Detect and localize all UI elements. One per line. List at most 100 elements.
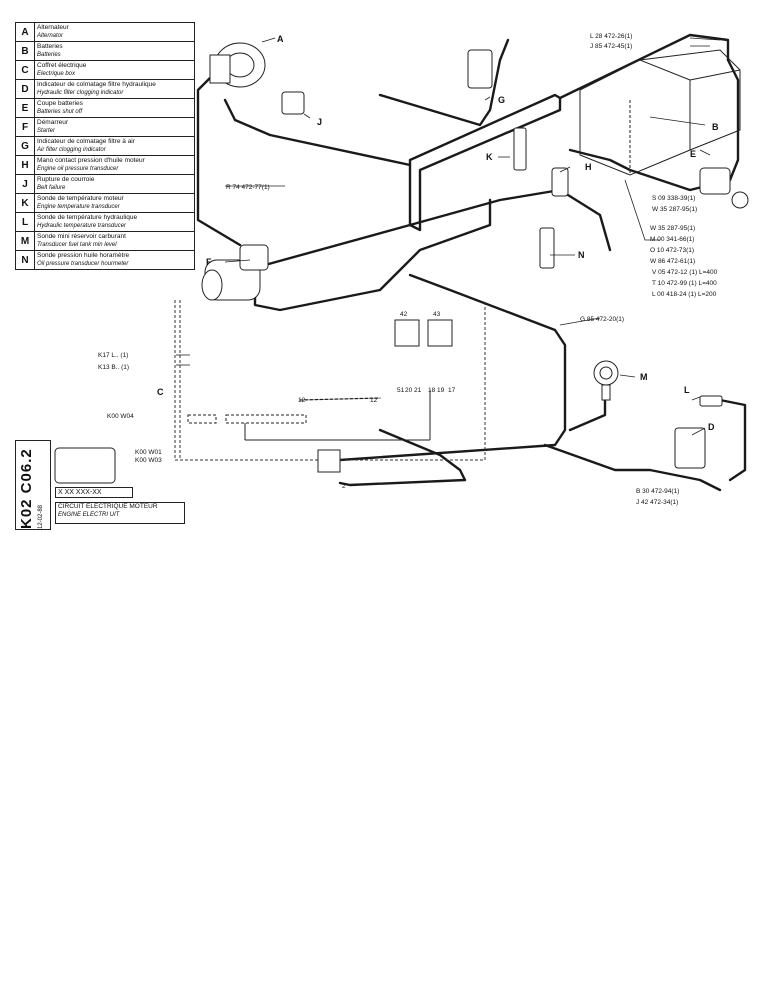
drawing-reference: X XX XXX-XX [55,487,133,498]
harness-L [718,398,747,482]
legend-code: G [15,136,35,156]
legend-code: A [15,22,35,42]
belt-failure-sensor [281,91,305,115]
legend-text-fr: Indicateur de colmatage filtre hydrauliq… [37,81,156,88]
part-J42: J 42 472-34(1) [636,499,678,506]
legend-text-fr: Rupture de courroie [37,176,95,183]
harness-central [263,188,612,267]
legend-code: C [15,60,35,80]
battery-shutoff-knob [731,191,749,209]
legend-code: N [15,250,35,270]
legend-text-fr: Coffret électrique [37,62,87,69]
part-V05: V 05 472-12 (1) L=400 [652,269,718,276]
part-L28: L 28 472-26(1) [590,33,632,40]
callout-A: A [277,34,284,44]
callout-C: C [157,387,164,397]
connector-43 [427,319,453,347]
part-K17: K17 L.. (1) [98,352,128,359]
wire-12b: 12 [370,397,378,404]
legend-text-en: Transducer fuel tank min level [37,242,117,248]
part-W35b: W 35 287-95(1) [650,225,695,232]
callout-K: K [486,152,493,162]
connector-box [54,447,116,484]
terminal-18: 18 [428,387,436,394]
alternator [209,42,266,88]
terminal-17: 17 [448,387,456,394]
drawing-date: 12-02-88 [38,504,44,529]
legend-text-fr: Sonde de température hydraulique [37,214,138,221]
drawing-title: CIRCUIT ELECTRIQUE MOTEUR ENGINE ELECTRI… [55,502,185,524]
legend-text-fr: Sonde pression huile horamètre [37,252,130,259]
part-G85: G 85 472-20(1) [580,316,624,323]
harness-to-D [543,443,722,492]
part-S09: S 09 338-39(1) [652,195,695,202]
callout-G: G [498,95,505,105]
wire-43: 43 [433,311,441,318]
harness-to-battery [558,33,730,100]
legend-code: L [15,212,35,232]
legend-text-en: Air filter clogging indicator [37,147,106,153]
legend-code: J [15,174,35,194]
callout-F: F [206,257,212,267]
legend-text-en: Alternator [37,33,64,39]
legend-text-en: Electrique box [37,71,76,77]
hydraulic-filter-indicator [674,427,706,469]
legend-code: M [15,231,35,251]
callout-B: B [712,122,719,132]
engine-temp-sensor [513,127,527,171]
part-L00: L 00 418-24 (1) L=200 [652,291,717,298]
legend-text-fr: Mano contact pression d'huile moteur [37,157,145,164]
title-block: K02 C06.2 12-02-88 X XX XXX-XX CIRCUIT E… [15,440,195,530]
terminal-strip [187,390,431,441]
battery-divider-2 [689,69,741,81]
harness-dash1 [299,397,381,401]
legend-text-fr: Coupe batteries [37,100,83,107]
callout-D: D [708,422,715,432]
legend-text-en: Hydraulic filter clogging indicator [37,90,124,96]
legend-text-fr: Indicateur de colmatage filtre à air [37,138,135,145]
callout-H: H [585,162,592,172]
callout-J: J [317,117,322,127]
legend-text-en: Engine oil pressure transducer [37,166,119,172]
battery-shutoff [699,167,731,195]
part-M00: M 00 341-66(1) [650,236,694,243]
legend-text-en: Belt failure [37,185,66,191]
harness-starter [253,198,492,312]
connector-bottom [317,449,341,473]
drawing-title-fr: CIRCUIT ELECTRIQUE MOTEUR [58,503,158,510]
drawing-code-box: K02 C06.2 12-02-88 [15,440,51,530]
callout-L: L [684,385,690,395]
callout-N: N [578,250,585,260]
legend-code: H [15,155,35,175]
wire-2: 2 [342,483,346,490]
callout-E: E [690,149,696,159]
harness-G85 [328,273,567,472]
part-B30: B 30 472-94(1) [636,488,679,495]
terminal-20: 20 [405,387,413,394]
air-filter-indicator [467,49,493,89]
legend-text-fr: Démarreur [37,119,69,126]
fuel-sensor [593,360,619,401]
hourmeter-oil-sensor [539,227,555,269]
connector-42 [394,319,420,347]
terminal-19: 19 [437,387,445,394]
legend-text-fr: Sonde mini réservoir carburant [37,233,126,240]
harness-J [223,98,412,167]
